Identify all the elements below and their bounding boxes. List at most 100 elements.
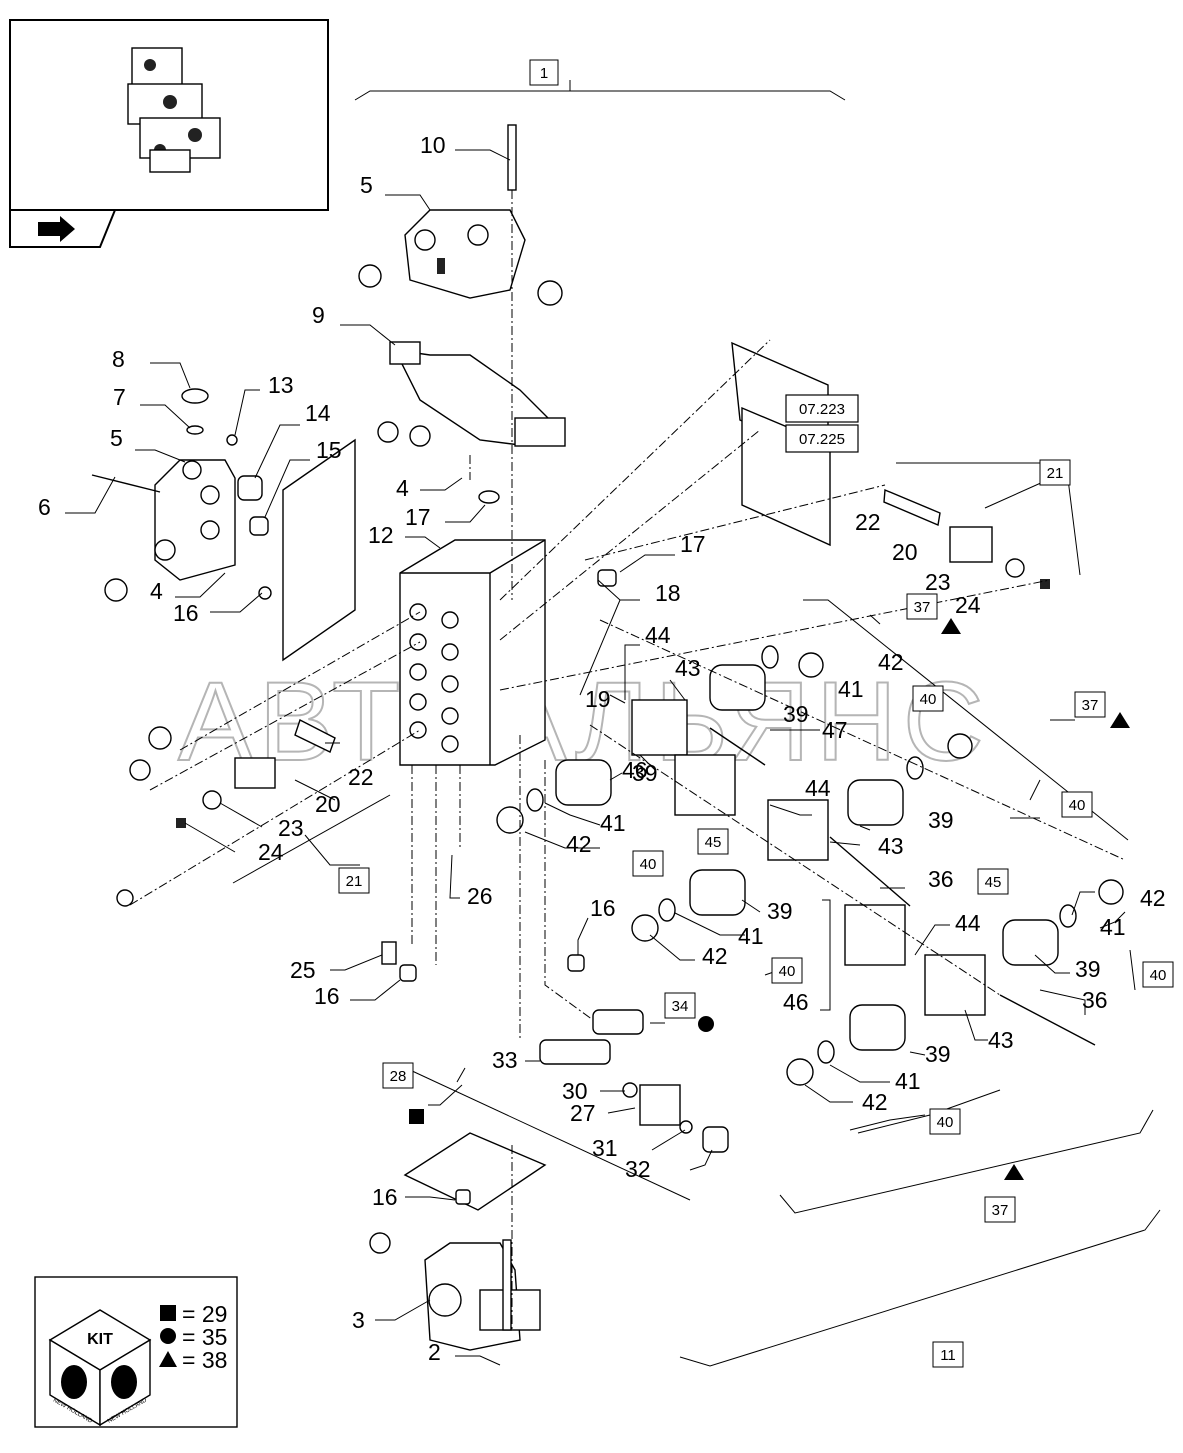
callout-36: 36 — [1082, 987, 1108, 1013]
group-box-21[interactable]: 21 — [1047, 465, 1064, 482]
callout-41: 41 — [838, 676, 864, 702]
centerlines — [129, 190, 1126, 1330]
square-icon — [409, 1109, 424, 1124]
part-callouts: 10 5 9 8 7 13 14 5 15 6 4 16 4 17 12 17 … — [38, 132, 1166, 1365]
reference-box-07-225[interactable]: 07.225 — [799, 431, 845, 448]
callout-26: 26 — [467, 883, 493, 909]
leader-lines — [65, 149, 1136, 1366]
callout-9: 9 — [312, 302, 325, 328]
callout-16: 16 — [173, 600, 199, 626]
group-box-40[interactable]: 40 — [1069, 797, 1086, 814]
callout-23: 23 — [925, 569, 951, 595]
callout-16: 16 — [314, 983, 340, 1009]
group-box-40[interactable]: 40 — [779, 963, 796, 980]
callout-42: 42 — [566, 831, 592, 857]
callout-7: 7 — [113, 384, 126, 410]
group-box-40[interactable]: 40 — [1150, 967, 1167, 984]
callout-19: 19 — [585, 686, 611, 712]
callout-16: 16 — [590, 895, 616, 921]
group-box-34[interactable]: 34 — [672, 998, 689, 1015]
reference-box-07-223[interactable]: 07.223 — [799, 401, 845, 418]
group-box-11[interactable]: 11 — [940, 1347, 956, 1364]
group-boxes — [338, 59, 1174, 1368]
overview-thumbnail[interactable] — [9, 19, 329, 248]
callout-20: 20 — [315, 791, 341, 817]
callout-41: 41 — [895, 1068, 921, 1094]
kit-symbols — [409, 618, 1130, 1180]
callout-17: 17 — [405, 504, 431, 530]
callout-24: 24 — [955, 592, 981, 618]
callout-24: 24 — [258, 839, 284, 865]
callout-5: 5 — [110, 425, 123, 451]
callout-36: 36 — [928, 866, 954, 892]
callout-46: 46 — [622, 757, 648, 783]
valve-section-5-left — [104, 459, 236, 602]
callout-42: 42 — [702, 943, 728, 969]
triangle-icon — [1110, 712, 1130, 728]
callout-4: 4 — [396, 475, 409, 501]
callout-39: 39 — [783, 701, 809, 727]
solenoid-assemblies — [496, 645, 1124, 1153]
callout-42: 42 — [862, 1089, 888, 1115]
callout-43: 43 — [878, 833, 904, 859]
callout-25: 25 — [290, 957, 316, 983]
callout-14: 14 — [305, 400, 331, 426]
group-box-37[interactable]: 37 — [1082, 697, 1099, 714]
callout-33: 33 — [492, 1047, 518, 1073]
callout-23: 23 — [278, 815, 304, 841]
callout-46: 46 — [783, 989, 809, 1015]
circle-icon — [698, 1016, 714, 1032]
triangle-icon — [1004, 1164, 1024, 1180]
callout-32: 32 — [625, 1156, 651, 1182]
callout-30: 30 — [562, 1078, 588, 1104]
kit-legend: KIT NEW HOLLAND NEW HOLLAND = 29 = 35 = … — [34, 1276, 238, 1428]
group-box-45[interactable]: 45 — [985, 874, 1002, 891]
callout-47: 47 — [822, 717, 848, 743]
valve-section-5-top — [358, 209, 563, 306]
callout-44: 44 — [955, 910, 981, 936]
group-box-40[interactable]: 40 — [640, 856, 657, 873]
callout-15: 15 — [316, 437, 342, 463]
kit-legend-circle: = 35 — [182, 1324, 227, 1350]
callout-17: 17 — [680, 531, 706, 557]
valve-section-3 — [369, 1232, 541, 1351]
group-box-37[interactable]: 37 — [992, 1202, 1009, 1219]
group-box-45[interactable]: 45 — [705, 834, 722, 851]
group-box-40[interactable]: 40 — [920, 691, 937, 708]
group-box-1[interactable]: 1 — [540, 65, 548, 82]
callout-22: 22 — [855, 509, 881, 535]
group-box-28[interactable]: 28 — [390, 1068, 407, 1085]
callout-27: 27 — [570, 1100, 596, 1126]
group-box-40[interactable]: 40 — [937, 1114, 954, 1131]
callout-5: 5 — [360, 172, 373, 198]
callout-39: 39 — [925, 1041, 951, 1067]
valve-block-12 — [399, 539, 546, 766]
group-box-21[interactable]: 21 — [346, 873, 363, 890]
back-arrow-icon — [38, 216, 75, 242]
callout-13: 13 — [268, 372, 294, 398]
callout-43: 43 — [675, 655, 701, 681]
callout-20: 20 — [892, 539, 918, 565]
triangle-icon — [159, 1351, 177, 1367]
callout-8: 8 — [112, 346, 125, 372]
callout-12: 12 — [368, 522, 394, 548]
callout-2: 2 — [428, 1339, 441, 1365]
group-box-37[interactable]: 37 — [914, 599, 931, 616]
kit-legend-triangle: = 38 — [182, 1347, 227, 1373]
callout-16: 16 — [372, 1184, 398, 1210]
callout-39: 39 — [767, 898, 793, 924]
callout-41: 41 — [1100, 914, 1126, 940]
callout-31: 31 — [592, 1135, 618, 1161]
callout-3: 3 — [352, 1307, 365, 1333]
callout-44: 44 — [805, 775, 831, 801]
circle-icon — [160, 1328, 176, 1344]
callout-39: 39 — [632, 760, 658, 786]
callout-22: 22 — [348, 764, 374, 790]
triangle-icon — [941, 618, 961, 634]
callout-41: 41 — [738, 923, 764, 949]
group-box-labels[interactable]: 1 21 21 37 37 37 40 40 40 40 40 40 45 45… — [346, 65, 1167, 1364]
callout-6: 6 — [38, 494, 51, 520]
reference-boxes[interactable]: 07.223 07.225 — [785, 394, 859, 453]
callout-39: 39 — [928, 807, 954, 833]
callout-10: 10 — [420, 132, 446, 158]
